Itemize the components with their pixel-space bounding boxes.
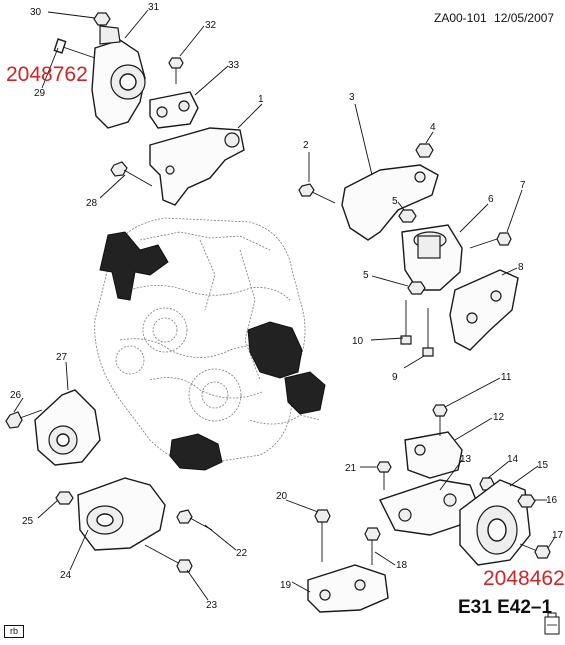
part-7-bolt [469,232,512,249]
part-9-bolt [422,308,434,357]
part-6-mount [401,224,463,291]
part-11-bolt [432,404,448,436]
callout-29: 29 [34,88,46,99]
part-18-bolt [364,527,381,565]
diagram-header: ZA00-101 12/05/2007 [434,12,554,24]
callout-22: 22 [236,548,248,559]
part-26-bolt [5,409,43,429]
callout-17: 17 [552,530,564,541]
callout-24: 24 [60,570,72,581]
part-28-bolt [110,161,153,187]
callout-16: 16 [546,495,558,506]
part-12-mount [404,431,463,479]
leader-lines [13,9,556,601]
part-27-mount [34,389,101,466]
callout-30: 30 [30,7,42,18]
callout-2: 2 [303,140,309,151]
callout-10: 10 [352,336,364,347]
callout-5a: 5 [392,196,398,207]
part-32-bolt [168,57,184,84]
part-21-bolt [376,461,392,490]
installed-mounts [99,231,326,471]
callout-25: 25 [22,516,34,527]
callout-14: 14 [507,454,519,465]
part-33-bracket [149,91,199,129]
callout-13: 13 [460,454,472,465]
callout-23: 23 [206,600,218,611]
callout-11: 11 [501,372,512,383]
part-19-bracket [307,564,389,613]
oil-can-icon [544,612,560,635]
part-24-mount [77,477,166,551]
callout-labels: 1 2 3 4 5 5 6 7 8 9 10 11 12 13 14 15 16… [10,2,564,611]
part-25-nut [55,491,74,505]
part-31-mount [91,25,146,129]
part-4-nut [415,143,434,158]
part-8-bracket [449,269,519,351]
callout-28: 28 [86,198,98,209]
callout-18: 18 [396,560,408,571]
part-number-upper-left: 2048762 [6,63,88,86]
callout-5b: 5 [363,270,369,281]
diagram-id: ZA00-101 [434,11,487,25]
callout-3: 3 [349,92,355,103]
part-16-nut [517,494,536,508]
part-30-nut [93,12,111,26]
part-2-bolt [298,183,336,204]
part-20-bolt [314,509,331,562]
part-1-bracket [149,127,245,206]
callout-8: 8 [518,262,524,273]
corner-tag: rb [4,625,24,638]
callout-9: 9 [392,372,398,383]
part-3-bracket [341,164,439,241]
callout-20: 20 [276,491,288,502]
callout-12: 12 [493,412,505,423]
callout-7: 7 [520,180,526,191]
part-number-lower-right: 2048462 [483,567,565,590]
callout-15: 15 [537,460,549,471]
callout-31: 31 [148,2,160,13]
part-15-mount [459,479,531,566]
part-17-bolt [519,543,551,559]
part-10-bolt [400,300,412,345]
callout-33: 33 [228,60,240,71]
part-29-bolt [53,38,96,59]
part-23-bolt [144,544,193,573]
callout-27: 27 [56,352,68,363]
diagram-date: 12/05/2007 [494,11,555,25]
engine-codes: E31 E42–1 [458,597,553,618]
part-5a-nut [398,209,417,223]
callout-21: 21 [345,463,357,474]
callout-6: 6 [488,194,494,205]
callout-32: 32 [205,20,217,31]
part-5b-nut [407,281,426,295]
part-22-bolt [176,509,213,531]
callout-4: 4 [430,122,436,133]
callout-19: 19 [280,580,292,591]
callout-1: 1 [258,94,264,105]
callout-26: 26 [10,390,22,401]
